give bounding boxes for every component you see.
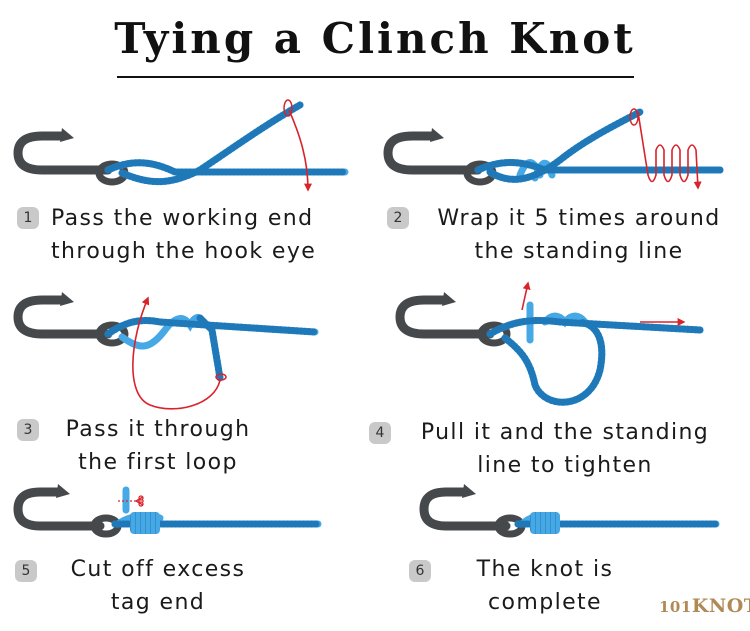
step-5-line-1: Cut off excess	[70, 557, 246, 582]
step-2-illustration	[383, 108, 724, 190]
step-2-line-2: the standing line	[474, 239, 684, 264]
step-4-caption: Pull it and the standing line to tighten	[404, 416, 726, 482]
tag-end-arrow	[521, 281, 531, 311]
step-2-badge: 2	[387, 207, 409, 229]
fishing-line	[474, 108, 724, 183]
knot-coils	[530, 512, 560, 534]
hook-icon	[383, 128, 497, 186]
step-1-illustration	[13, 99, 349, 192]
fishing-line	[104, 101, 349, 186]
logo-text: KNOTS	[691, 595, 750, 617]
step-1-badge: 1	[17, 207, 39, 229]
step-3-illustration	[13, 292, 319, 410]
step-2-line-1: Wrap it 5 times around	[437, 206, 721, 231]
wrap-arrow	[637, 111, 702, 190]
title-underline	[117, 76, 634, 78]
step-6-caption: The knot is complete	[455, 553, 635, 619]
step-4-badge: 4	[369, 422, 391, 444]
knot-coils	[130, 512, 160, 534]
step-3-badge: 3	[17, 419, 39, 441]
step-4-line-2: line to tighten	[477, 453, 653, 478]
hook-icon	[13, 292, 129, 347]
direction-arrow	[132, 296, 221, 410]
loop-marker	[629, 108, 639, 126]
hook-icon	[13, 484, 122, 538]
hook-icon	[419, 484, 526, 538]
fishing-line	[486, 301, 704, 406]
step-4-line-1: Pull it and the standing	[420, 420, 710, 445]
step-5-badge: 5	[15, 560, 37, 582]
hook-icon	[13, 128, 129, 186]
logo-prefix: 101	[659, 598, 692, 616]
step-1-line-2: through the hook eye	[51, 239, 317, 264]
step-1-line-1: Pass the working end	[51, 206, 314, 231]
step-6-line-2: complete	[488, 590, 602, 615]
step-4-illustration	[395, 281, 704, 406]
step-6-badge: 6	[409, 560, 431, 582]
step-5-line-2: tag end	[110, 590, 206, 615]
fishing-line	[104, 314, 319, 382]
step-3-line-1: Pass it through	[65, 417, 251, 442]
step-1-caption: Pass the working end through the hook ey…	[51, 202, 316, 268]
step-3-caption: Pass it through the first loop	[52, 413, 264, 479]
step-2-caption: Wrap it 5 times around the standing line	[420, 202, 738, 268]
step-6-illustration	[419, 484, 720, 538]
step-5-illustration	[13, 484, 322, 538]
loop-marker	[283, 99, 293, 117]
step-3-line-2: the first loop	[78, 450, 238, 475]
hook-icon	[395, 292, 511, 347]
brand-logo: 101KNOTS	[659, 595, 750, 617]
step-5-caption: Cut off excess tag end	[58, 553, 258, 619]
page-title: Tying a Clinch Knot	[114, 14, 636, 63]
scissors-icon	[118, 495, 146, 507]
step-6-line-1: The knot is	[476, 557, 614, 582]
direction-arrow	[288, 109, 312, 192]
